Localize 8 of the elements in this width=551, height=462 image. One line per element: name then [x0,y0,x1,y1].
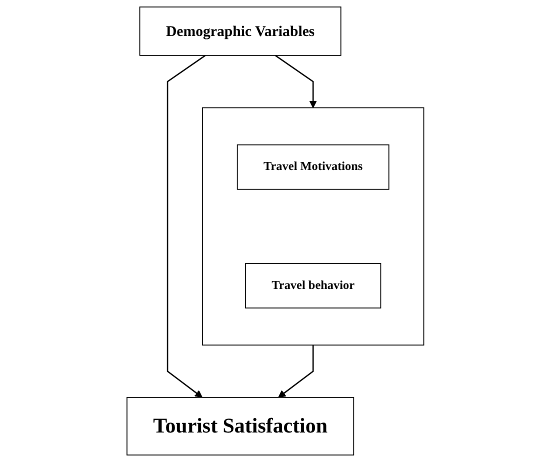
arrow [278,345,314,398]
arrow [275,54,318,108]
node-box: Demographic Variables [139,6,342,56]
node-box: Travel Motivations [237,144,390,190]
node-box: Travel behavior [245,263,382,308]
arrow [167,54,206,398]
node-box: Tourist Satisfaction [126,396,354,456]
cluster [202,107,424,346]
